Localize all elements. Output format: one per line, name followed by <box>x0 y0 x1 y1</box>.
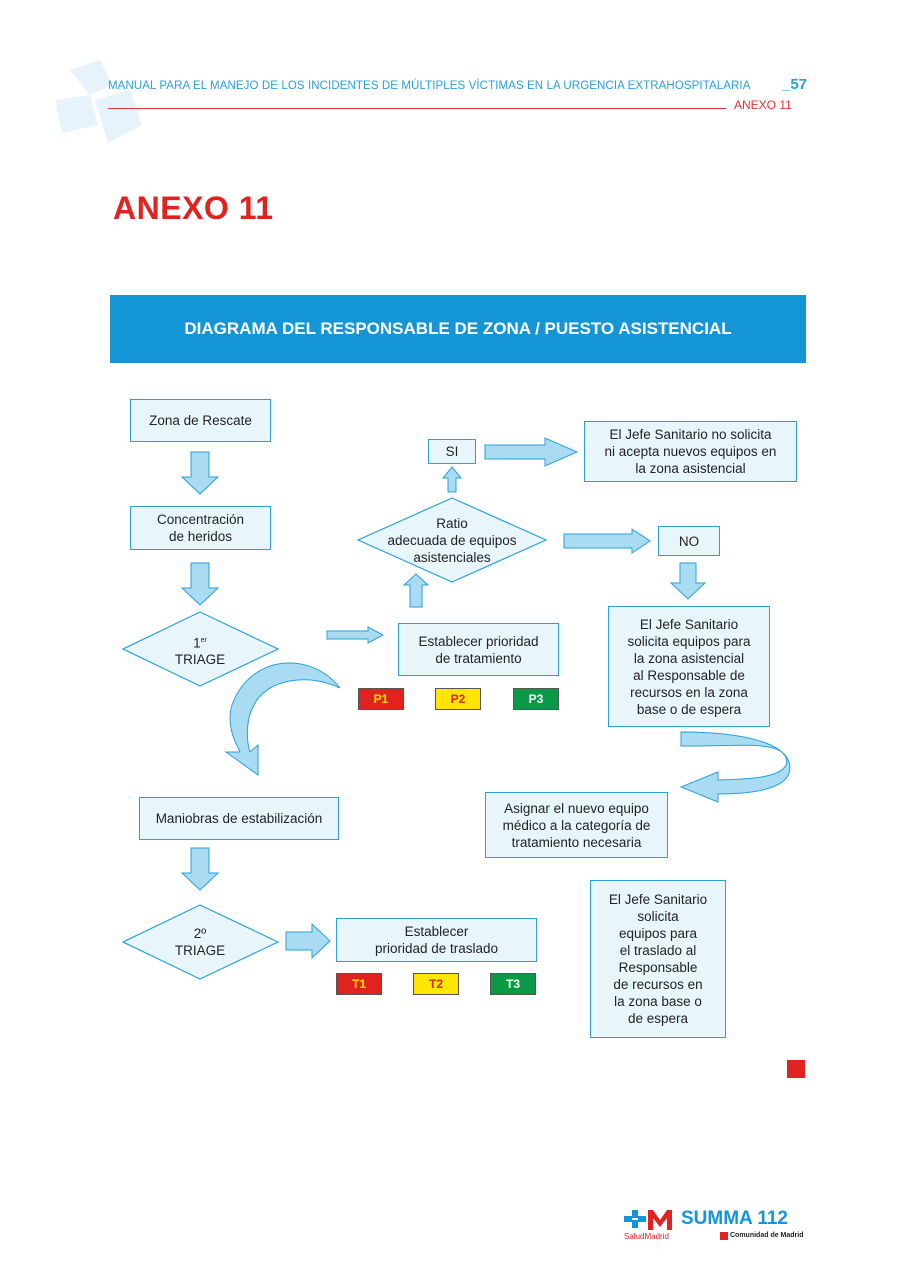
page-number: _57 <box>782 76 808 93</box>
arrow-right-triage2 <box>285 922 331 960</box>
node-zona-rescate: Zona de Rescate <box>130 399 271 442</box>
node-jefe-traslado: El Jefe Sanitario solicita equipos para … <box>590 880 726 1038</box>
watermark-logo <box>55 60 142 143</box>
arrow-right-triage1 <box>326 626 385 644</box>
node-establecer-traslado: Establecer prioridad de traslado <box>336 918 537 962</box>
ratio-diamond <box>356 497 548 583</box>
diagram-title-banner: DIAGRAMA DEL RESPONSABLE DE ZONA / PUEST… <box>110 295 806 363</box>
diagram-title: DIAGRAMA DEL RESPONSABLE DE ZONA / PUEST… <box>184 319 732 338</box>
arrow-down-no <box>669 562 707 600</box>
node-no: NO <box>658 526 720 556</box>
node-asignar: Asignar el nuevo equipo médico a la cate… <box>485 792 668 858</box>
end-marker-square <box>787 1060 805 1078</box>
tag-t1: T1 <box>336 973 382 995</box>
node-concentracion: Concentración de heridos <box>130 506 271 550</box>
tag-t3: T3 <box>490 973 536 995</box>
triage2-diamond <box>121 904 280 980</box>
curved-arrow-left <box>224 662 341 776</box>
brand-summa: SUMMA 112 <box>681 1208 788 1229</box>
node-maniobras: Maniobras de estabilización <box>139 797 339 840</box>
header-divider <box>108 108 726 109</box>
node-si: SI <box>428 439 476 464</box>
arrow-up-si <box>441 466 463 493</box>
salud-madrid-logo-icon <box>624 1210 672 1230</box>
node-jefe-solicita: El Jefe Sanitario solicita equipos para … <box>608 606 770 727</box>
arrow-up-ratio <box>402 573 430 608</box>
arrow-down-1 <box>180 451 220 495</box>
node-jefe-no-solicita: El Jefe Sanitario no solicita ni acepta … <box>584 421 797 482</box>
tag-p3: P3 <box>513 688 559 710</box>
brand-salud: SaludMadrid <box>624 1232 669 1241</box>
tag-p1: P1 <box>358 688 404 710</box>
arrow-right-no <box>563 528 651 554</box>
header-annex: ANEXO 11 <box>734 98 792 112</box>
arrow-down-2 <box>180 562 220 606</box>
node-ratio: Ratio adecuada de equipos asistenciales <box>387 515 517 565</box>
comunidad-flag-icon <box>720 1232 728 1240</box>
curved-arrow-right <box>679 731 791 803</box>
page-title: ANEXO 11 <box>113 190 274 226</box>
brand-comunidad: Comunidad de Madrid <box>730 1232 804 1239</box>
arrow-down-3 <box>180 847 220 891</box>
arrow-right-si <box>484 437 579 467</box>
node-establecer-tratamiento: Establecer prioridad de tratamiento <box>398 623 559 676</box>
node-triage2: 2º TRIAGE <box>174 926 226 958</box>
triage1-diamond <box>121 611 280 687</box>
header-title: MANUAL PARA EL MANEJO DE LOS INCIDENTES … <box>108 80 751 92</box>
tag-t2: T2 <box>413 973 459 995</box>
tag-p2: P2 <box>435 688 481 710</box>
